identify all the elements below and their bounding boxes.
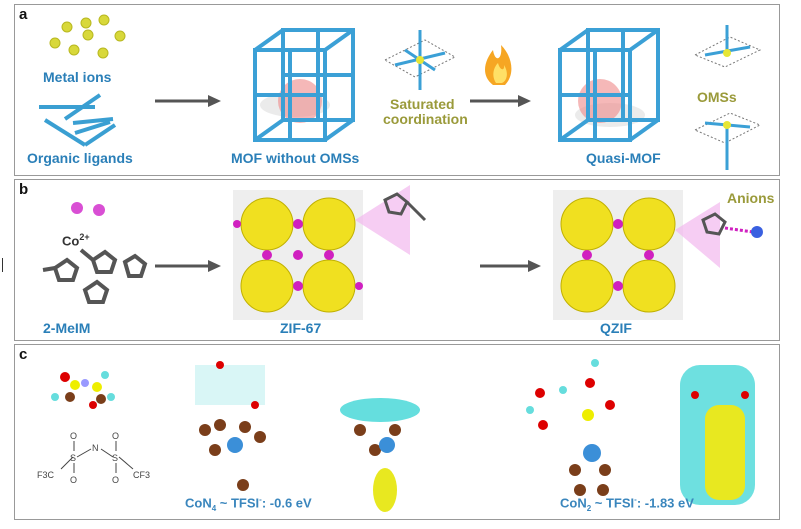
caption-sub: 2 — [586, 503, 592, 513]
con4-tfsi-model-icon — [195, 361, 266, 491]
con4-charge-density-icon — [340, 398, 420, 512]
caption-text: CoN — [185, 495, 212, 511]
panel-a: a — [14, 4, 780, 176]
dft-models: O O O O S S N — [51, 359, 755, 512]
caption-text: CoN — [560, 495, 587, 511]
arrow-icon — [155, 260, 221, 272]
mof-label: MOF without OMSs — [231, 150, 360, 166]
tfsi-structure-formula-icon: O O O O S S N — [60, 431, 134, 485]
zif-67-structure-icon — [233, 185, 427, 320]
organic-ligands-label: Organic ligands — [27, 150, 133, 166]
svg-text:O: O — [112, 431, 119, 441]
saturated-label-1: Saturated — [390, 96, 455, 112]
quasi-mof-label: Quasi-MOF — [586, 150, 661, 166]
open-metal-site-icon — [693, 25, 762, 170]
caption-sup: - — [259, 495, 262, 504]
con2-charge-density-icon — [680, 365, 755, 505]
svg-text:S: S — [70, 453, 76, 463]
saturated-node-icon — [383, 30, 457, 90]
zif-illustration — [42, 185, 763, 320]
co-text: Co — [62, 233, 80, 249]
2-meim-label: 2-MeIM — [43, 320, 91, 336]
anions-label: Anions — [727, 190, 775, 206]
omss-label: OMSs — [697, 89, 737, 105]
svg-text:N: N — [92, 443, 99, 453]
panel-b: b Co2+ 2-MeIM ZIF-67 QZIF Anions — [14, 179, 780, 341]
svg-text:O: O — [70, 475, 77, 485]
panel-label-b: b — [19, 181, 29, 198]
organic-ligands-icon — [39, 93, 117, 147]
qzif-label: QZIF — [600, 320, 632, 336]
con2-tfsi-model-icon — [526, 359, 615, 496]
caption-value: : -0.6 eV — [261, 495, 312, 511]
quasi-mof-cube-icon — [558, 28, 660, 142]
cobalt-ions-icon — [71, 202, 105, 216]
mof-cube-icon — [253, 28, 355, 142]
caption-value: : -1.83 eV — [636, 495, 694, 511]
cf3-left-label: F3C — [37, 470, 55, 480]
panel-label-c: c — [19, 346, 28, 363]
2-meim-molecules-icon — [42, 248, 148, 304]
metal-ions-icon — [49, 14, 126, 59]
mof-illustration — [39, 14, 762, 170]
co-ion-label: Co2+ — [62, 232, 90, 248]
svg-text:O: O — [112, 475, 119, 485]
zif-67-label: ZIF-67 — [280, 320, 322, 336]
svg-text:S: S — [112, 453, 118, 463]
con4-binding-energy-caption: CoN4 ~ TFSI-: -0.6 eV — [185, 495, 312, 513]
caption-sup: - — [634, 495, 637, 504]
panel-c: c O O O O S S N — [14, 344, 780, 520]
svg-text:O: O — [70, 431, 77, 441]
anion-icon — [751, 226, 763, 238]
tfsi-ball-model-icon — [51, 371, 115, 409]
arrow-icon — [480, 260, 541, 272]
cf3-right-label: CF3 — [133, 470, 151, 480]
edge-mark — [2, 258, 3, 272]
arrow-icon — [155, 95, 221, 107]
con2-binding-energy-caption: CoN2 ~ TFSI-: -1.83 eV — [560, 495, 694, 513]
flame-icon — [485, 45, 512, 85]
panel-label-a: a — [19, 6, 28, 23]
co-charge: 2+ — [79, 232, 90, 242]
saturated-label-2: coordination — [383, 111, 468, 127]
metal-ions-label: Metal ions — [43, 69, 112, 85]
caption-text: ~ TFSI — [591, 495, 635, 511]
arrow-icon — [470, 95, 531, 107]
caption-text: ~ TFSI — [216, 495, 260, 511]
caption-sub: 4 — [211, 503, 217, 513]
qzif-structure-icon — [553, 190, 763, 320]
